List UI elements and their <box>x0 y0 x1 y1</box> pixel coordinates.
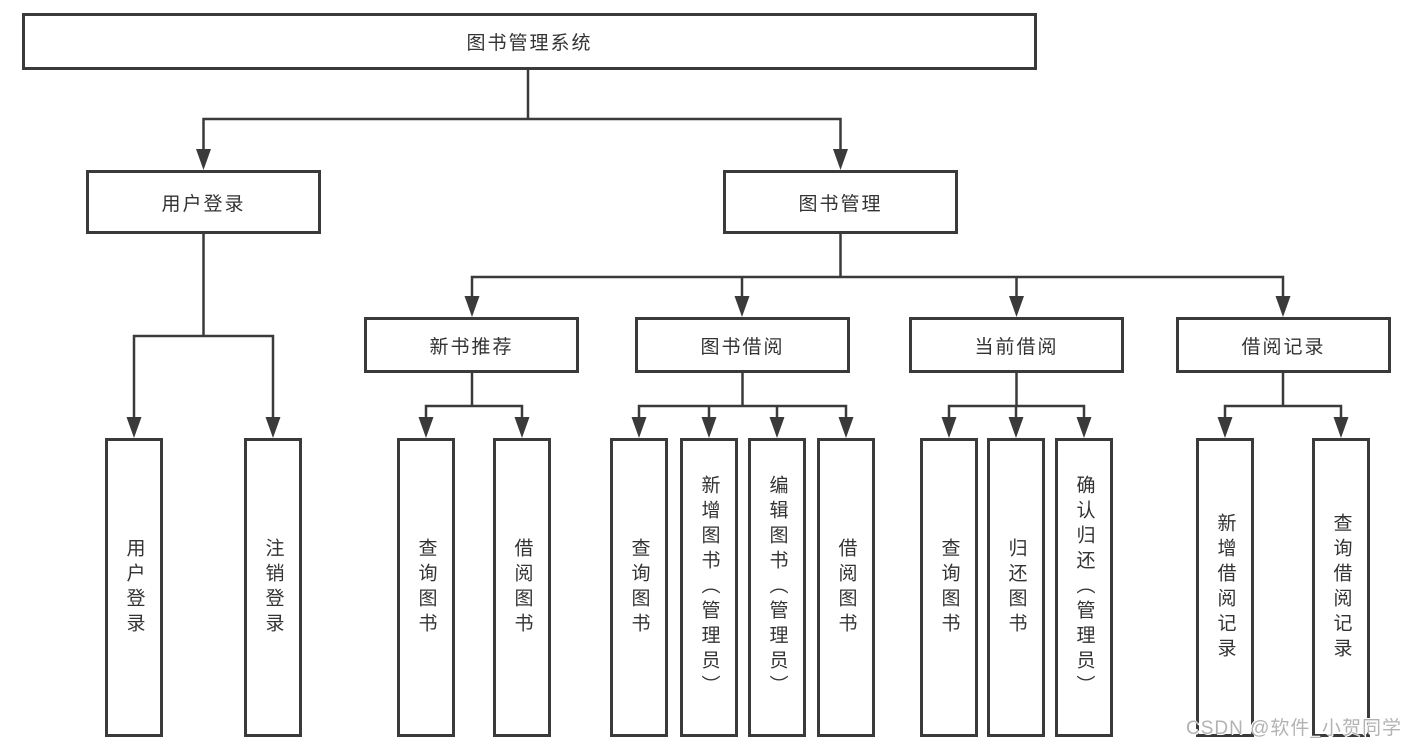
leaf-borrow-books: 借阅图书 <box>817 438 875 737</box>
node-label: 用户登录 <box>123 537 145 638</box>
leaf-return-books: 归还图书 <box>987 438 1045 737</box>
csdn-watermark: CSDN @软件_小贺同学 <box>1186 718 1402 739</box>
node-label: 新增借阅记录 <box>1214 512 1236 663</box>
leaf-query-books-recommend: 查询图书 <box>397 438 455 737</box>
node-label: 确认归还（管理员） <box>1073 475 1095 700</box>
node-label: 借阅图书 <box>835 537 857 638</box>
node-label: 新增图书（管理员） <box>698 475 720 700</box>
node-label: 编辑图书（管理员） <box>766 475 788 700</box>
leaf-borrow-books-recommend: 借阅图书 <box>493 438 551 737</box>
node-label: 新书推荐 <box>429 336 514 358</box>
node-label: 用户登录 <box>161 193 246 215</box>
node-label: 图书借阅 <box>700 336 785 358</box>
leaf-query-borrowing-record: 查询借阅记录 <box>1312 438 1370 737</box>
leaf-query-books-current: 查询图书 <box>920 438 978 737</box>
leaf-confirm-return-admin: 确认归还（管理员） <box>1055 438 1113 737</box>
leaf-add-borrowing-record: 新增借阅记录 <box>1196 438 1254 737</box>
leaf-edit-book-admin: 编辑图书（管理员） <box>748 438 806 737</box>
node-label: 查询借阅记录 <box>1330 512 1352 663</box>
node-label: 查询图书 <box>938 537 960 638</box>
leaf-logout: 注销登录 <box>244 438 302 737</box>
leaf-query-books-borrowing: 查询图书 <box>610 438 668 737</box>
node-label: 查询图书 <box>628 537 650 638</box>
node-label: 借阅记录 <box>1241 336 1326 358</box>
node-label: 图书管理系统 <box>466 33 593 54</box>
arrowhead-icons <box>126 149 1349 438</box>
node-label: 注销登录 <box>262 537 284 638</box>
leaf-user-login: 用户登录 <box>105 438 163 737</box>
node-label: 归还图书 <box>1005 537 1027 638</box>
node-label: 当前借阅 <box>974 336 1059 358</box>
node-current-borrowing: 当前借阅 <box>909 317 1124 373</box>
node-root-system: 图书管理系统 <box>22 13 1037 70</box>
node-borrowing-records: 借阅记录 <box>1176 317 1391 373</box>
node-book-management-branch: 图书管理 <box>723 170 958 234</box>
node-new-book-recommendation: 新书推荐 <box>364 317 579 373</box>
node-book-borrowing: 图书借阅 <box>635 317 850 373</box>
leaf-add-book-admin: 新增图书（管理员） <box>680 438 738 737</box>
node-label: 借阅图书 <box>511 537 533 638</box>
node-user-login-branch: 用户登录 <box>86 170 321 234</box>
node-label: 查询图书 <box>415 537 437 638</box>
node-label: 图书管理 <box>798 193 883 215</box>
